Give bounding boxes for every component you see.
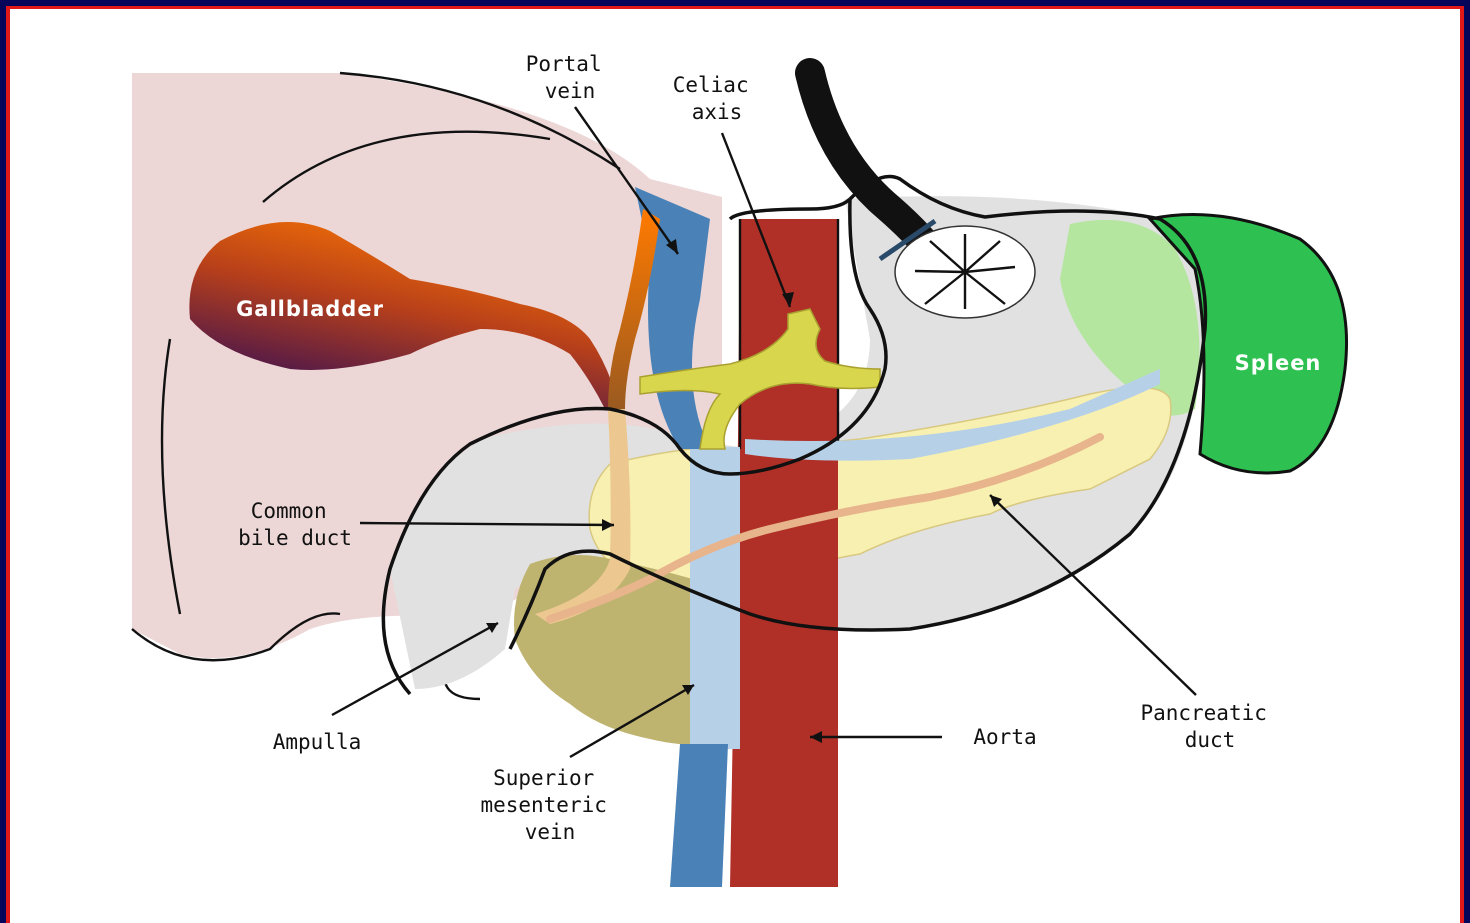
superior-mesenteric-vein (690, 447, 740, 749)
pancreas-anatomy-diagram: Portal vein Celiac axis Gallbladder Sple… (10, 9, 1460, 923)
aorta (730, 219, 838, 887)
label-aorta: Aorta (973, 725, 1036, 749)
label-celiac-axis: Celiac axis (673, 73, 762, 124)
label-superior-mesenteric-vein: Superior mesenteric vein (480, 766, 619, 844)
label-portal-vein: Portal vein (526, 52, 615, 103)
label-gallbladder: Gallbladder (236, 297, 384, 321)
superior-mesenteric-vein-lower (670, 744, 728, 887)
label-spleen: Spleen (1235, 351, 1322, 375)
label-ampulla: Ampulla (273, 730, 362, 754)
diagram-frame: Portal vein Celiac axis Gallbladder Sple… (6, 6, 1464, 923)
label-pancreatic-duct: Pancreatic duct (1140, 701, 1279, 752)
